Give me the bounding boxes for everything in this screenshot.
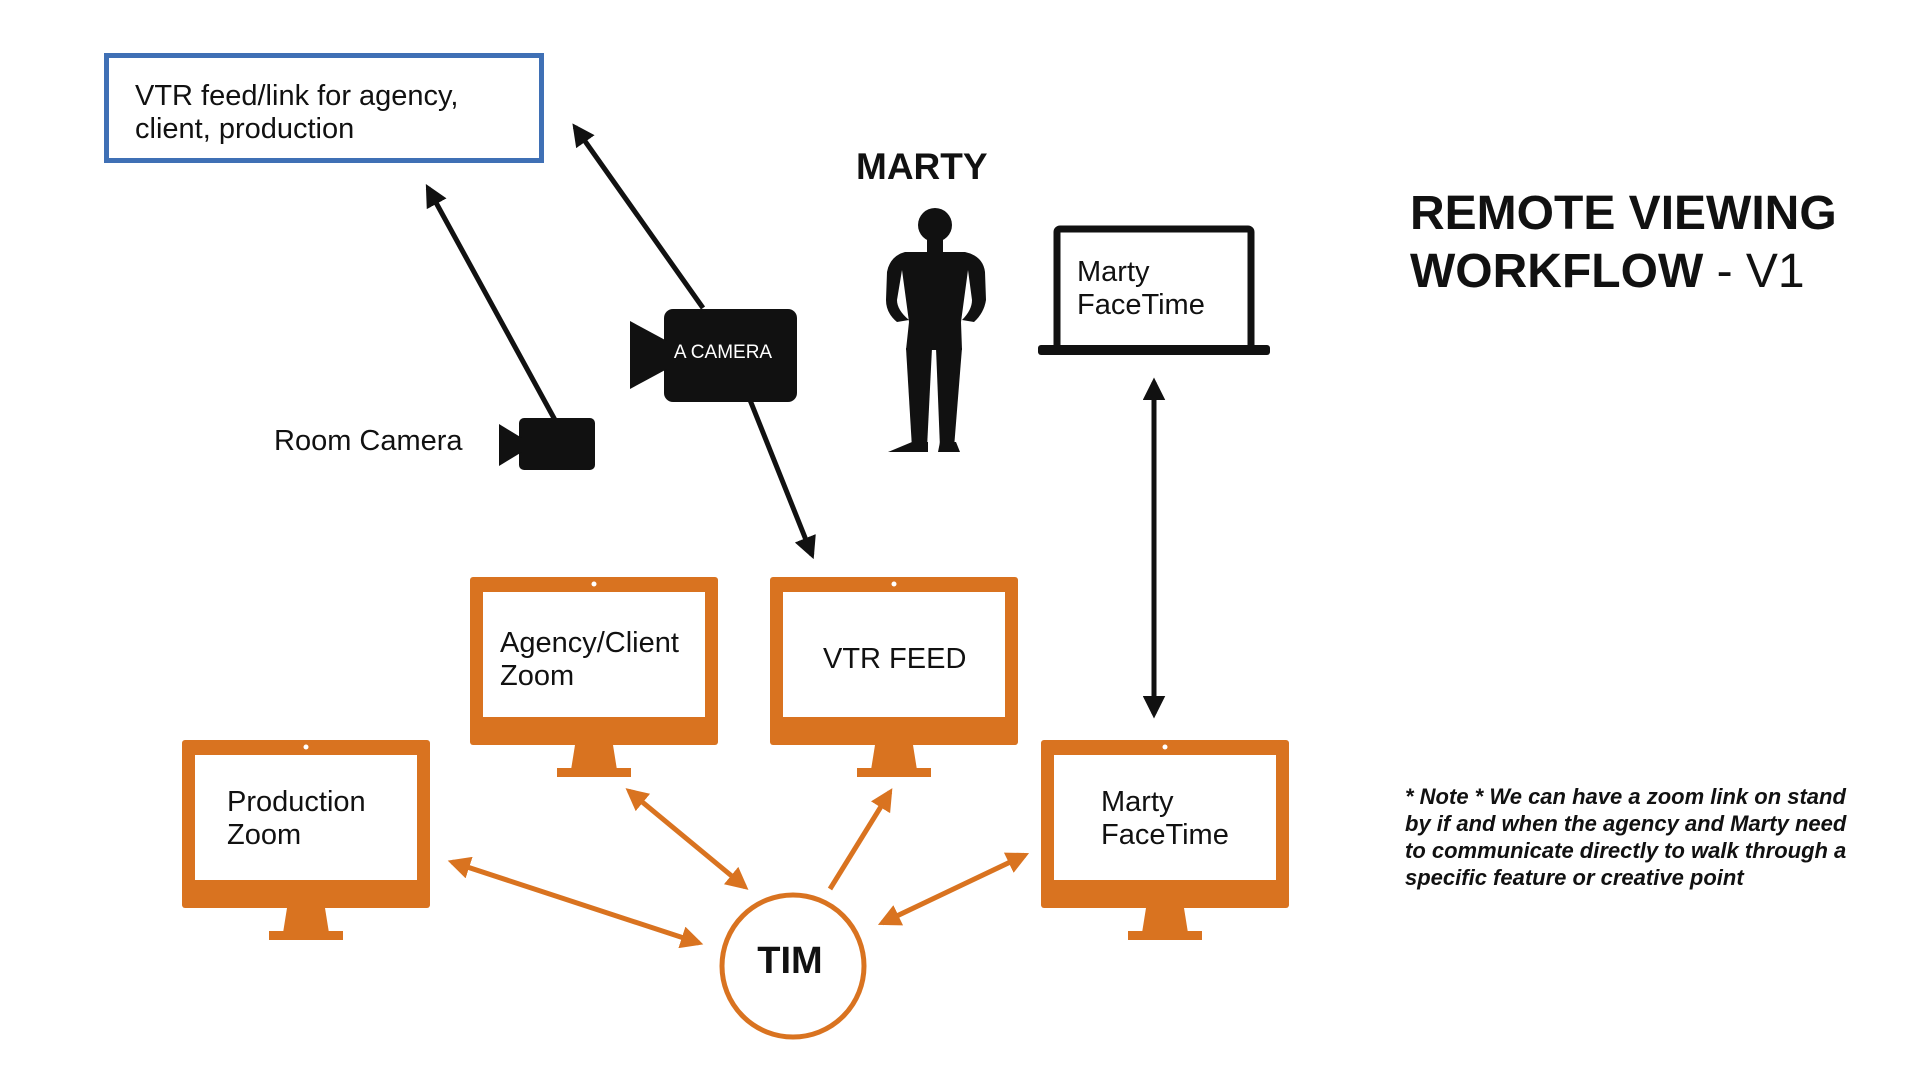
a-camera-label: A CAMERA — [673, 342, 773, 363]
monitor-marty-facetime — [1041, 740, 1289, 940]
title-line2-wrap: WORKFLOW - V1 — [1410, 243, 1880, 301]
title-line2: WORKFLOW — [1410, 245, 1704, 298]
tim-label: TIM — [757, 940, 823, 982]
laptop-screen-label: Marty FaceTime — [1077, 256, 1205, 322]
production-zoom-label: Production Zoom — [227, 786, 366, 852]
arrow-a-camera-to-vtr-feed — [745, 394, 816, 560]
monitor-agency-client-zoom — [470, 577, 718, 777]
marty-facetime-label: Marty FaceTime — [1101, 786, 1229, 852]
a-camera-icon — [630, 309, 797, 402]
room-camera-label: Room Camera — [274, 425, 463, 457]
arrow-tim-to-vtr-feed — [827, 788, 893, 891]
marty-label: MARTY — [856, 146, 988, 187]
arrow-a-camera-to-vtr-box — [572, 123, 706, 310]
agency-zoom-label: Agency/Client Zoom — [500, 627, 679, 693]
laptop-line1: Marty — [1077, 256, 1150, 288]
monitor-production-zoom — [182, 740, 430, 940]
room-camera-icon — [499, 418, 595, 470]
vtr-feed-label: VTR FEED — [823, 643, 967, 675]
arrow-room-camera-to-vtr-box — [425, 184, 558, 422]
diagram-title: REMOTE VIEWING WORKFLOW - V1 — [1410, 185, 1880, 301]
person-icon — [886, 208, 986, 452]
arrow-tim-to-production-zoom — [447, 856, 704, 949]
production-zoom-line1: Production — [227, 786, 366, 818]
note-text: * Note * We can have a zoom link on stan… — [1405, 784, 1847, 890]
marty-facetime-line1: Marty — [1101, 786, 1174, 818]
arrow-tim-to-marty-facetime — [877, 852, 1030, 926]
marty-facetime-line2: FaceTime — [1101, 819, 1229, 851]
tim-circle — [719, 892, 867, 1040]
title-line1: REMOTE VIEWING — [1410, 187, 1837, 240]
vtr-box-line2: client, production — [135, 113, 355, 145]
laptop-line2: FaceTime — [1077, 289, 1205, 321]
vtr-feed-link-box: VTR feed/link for agency, client, produc… — [104, 53, 544, 163]
agency-zoom-line2: Zoom — [500, 660, 575, 692]
agency-zoom-line1: Agency/Client — [500, 627, 679, 659]
vtr-box-line1: VTR feed/link for agency, — [135, 80, 459, 112]
title-version: - V1 — [1703, 245, 1805, 298]
production-zoom-line2: Zoom — [227, 819, 302, 851]
monitor-vtr-feed — [770, 577, 1018, 777]
arrow-tim-to-agency-zoom — [625, 788, 749, 890]
laptop-icon — [1038, 225, 1270, 355]
